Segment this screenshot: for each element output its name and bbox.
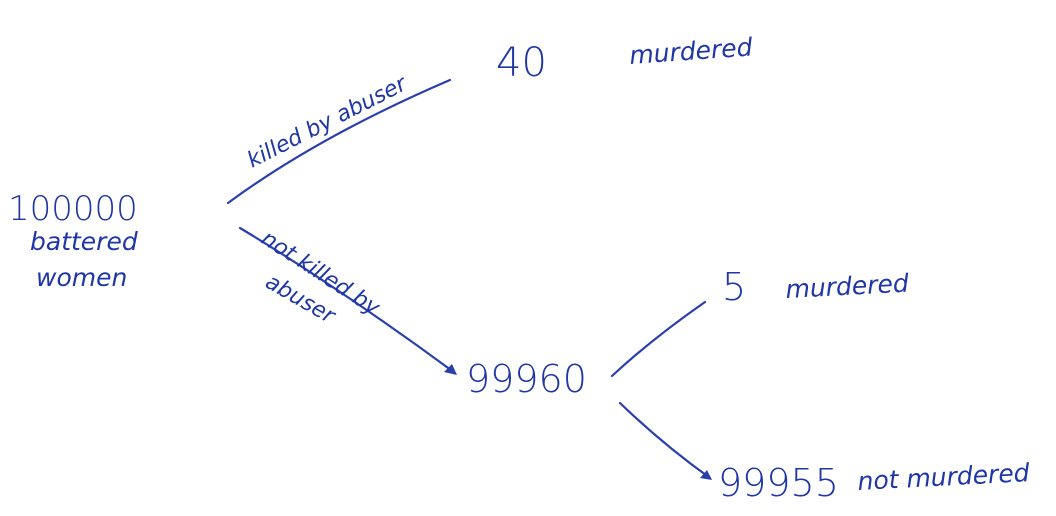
edge-root-to-killed xyxy=(226,78,452,205)
branch-not-killed: not killed by abuser xyxy=(238,226,457,375)
killed-outcome: murdered xyxy=(628,32,753,70)
root-count: 100000 xyxy=(8,189,138,229)
root-label-line2: women xyxy=(36,263,127,292)
not-murdered-count: 99955 xyxy=(718,461,839,505)
not-killed-count: 99960 xyxy=(466,357,587,401)
not-murdered-outcome: not murdered xyxy=(857,458,1031,496)
edge-not-killed-to-murdered xyxy=(610,300,707,378)
not-killed-node: 99960 xyxy=(466,357,587,401)
edge-root-to-not-killed xyxy=(238,226,457,375)
arrowhead-not-murdered xyxy=(700,470,712,480)
murdered-count: 5 xyxy=(722,265,746,309)
root-label-line1: battered xyxy=(30,227,138,256)
root-node: 100000 battered women xyxy=(8,189,138,292)
murdered-outcome: murdered xyxy=(785,269,910,304)
arrowhead-not-killed xyxy=(444,364,457,375)
branch-killed: killed by abuser xyxy=(226,71,452,205)
sub-branch-not-murdered: 99955 not murdered xyxy=(618,401,1031,505)
edge-not-killed-to-not-murdered xyxy=(618,401,712,480)
sub-branch-murdered: 5 murdered xyxy=(610,265,910,378)
killed-count: 40 xyxy=(496,40,547,86)
killed-node: 40 murdered xyxy=(496,32,754,86)
branch-killed-label: killed by abuser xyxy=(243,71,412,174)
